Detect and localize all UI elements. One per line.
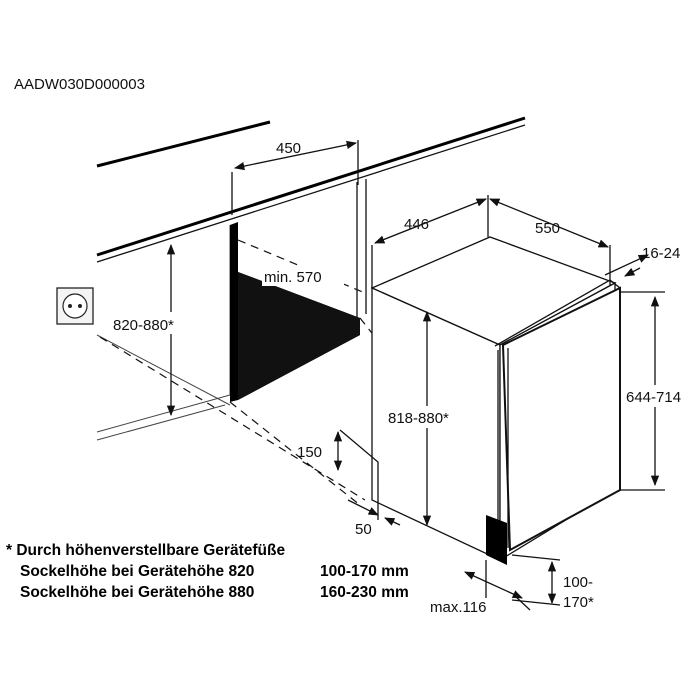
footnote-line-2-label: Sockelhöhe bei Gerätehöhe 820 — [20, 563, 254, 580]
dim-appliance-height: 818-880* — [386, 310, 468, 527]
footnote-line-1: * Durch höhenverstellbare Gerätefüße — [6, 542, 285, 559]
dim-446-label: 446 — [404, 216, 429, 233]
dim-16-24-label: 16-24 — [642, 245, 680, 262]
dim-niche-height: 820-880* — [112, 243, 224, 417]
document-code: AADW030D000003 — [14, 76, 145, 93]
dim-plinth-height-label-2: 170* — [563, 594, 594, 611]
dim-16-24: 16-24 — [604, 245, 680, 277]
dim-depth: 446 550 — [371, 195, 611, 288]
dim-450-label: 450 — [276, 140, 301, 157]
dim-plinth-height: 100- 170* — [511, 554, 594, 611]
footnote-line-3-label: Sockelhöhe bei Gerätehöhe 880 — [20, 584, 254, 601]
dim-door-height: 644-714 — [620, 291, 700, 491]
countertop — [96, 116, 526, 263]
dim-appliance-height-label: 818-880* — [388, 410, 449, 427]
dim-450: 450 — [231, 140, 359, 215]
dim-plinth-height-label-1: 100- — [563, 574, 593, 591]
dishwasher-body — [370, 236, 621, 565]
dim-max-116-label: max.116 — [430, 599, 486, 616]
footnote-line-2-value: 100-170 mm — [320, 563, 409, 580]
power-socket-icon — [56, 287, 94, 325]
dim-50-label: 50 — [355, 521, 372, 538]
footnote: * Durch höhenverstellbare Gerätefüße Soc… — [6, 542, 409, 601]
dim-50: 50 — [347, 499, 401, 538]
dim-min-570-label: min. 570 — [264, 269, 322, 286]
footnote-line-3-value: 160-230 mm — [320, 584, 409, 601]
dim-150: 150 — [297, 429, 379, 520]
niche-opening — [230, 179, 367, 402]
dim-max-116: max.116 — [430, 560, 531, 616]
dim-niche-height-label: 820-880* — [113, 317, 174, 334]
dim-door-height-label: 644-714 — [626, 389, 681, 406]
dim-150-label: 150 — [297, 444, 322, 461]
dim-550-label: 550 — [535, 220, 560, 237]
dim-min-570: min. 570 — [262, 266, 344, 286]
